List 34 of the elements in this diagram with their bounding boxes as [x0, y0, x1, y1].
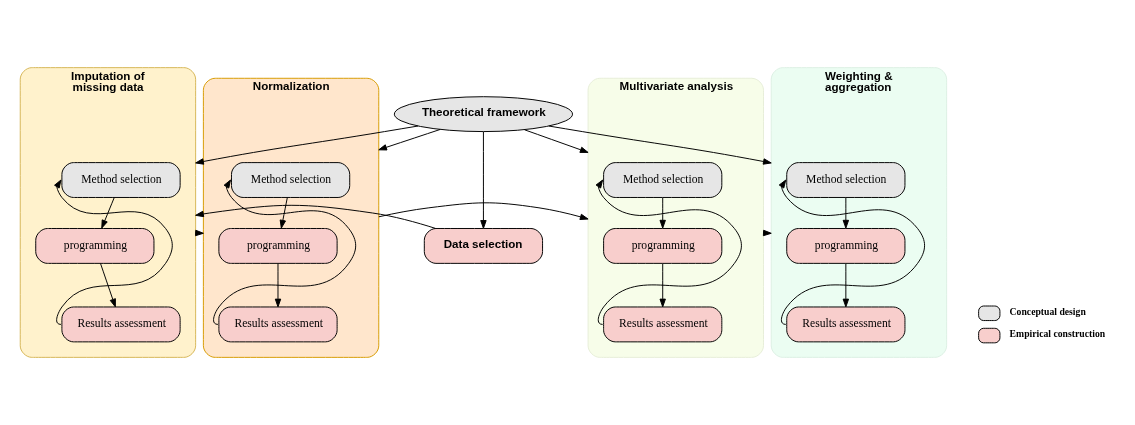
arrow: [778, 179, 926, 325]
arrow: [274, 263, 282, 308]
node-box: Results assessment: [786, 306, 906, 343]
arrow: [54, 179, 173, 325]
node-box: programming: [35, 228, 155, 264]
arrow: [195, 125, 419, 165]
node-box: programming: [786, 228, 906, 264]
arrow: [100, 263, 116, 308]
node-box: Method selection: [603, 162, 723, 198]
arrow: [378, 202, 589, 220]
node-box: Results assessment: [61, 306, 181, 343]
arrow: [842, 263, 850, 308]
arrow: [213, 179, 357, 325]
arrow: [524, 129, 589, 153]
arrow: [842, 197, 850, 229]
node-box: Method selection: [786, 162, 906, 198]
arrow: [279, 197, 288, 229]
node-box: Method selection: [61, 162, 181, 198]
arrow: [101, 197, 115, 229]
node-box: programming: [218, 228, 338, 264]
arrow: [480, 131, 487, 229]
arrow: [378, 128, 441, 151]
legend-label: Conceptual design: [1009, 305, 1086, 317]
node-box: programming: [603, 228, 723, 264]
arrow: [659, 263, 666, 308]
arrow: [195, 204, 436, 229]
arrow: [548, 125, 772, 165]
node-box: Results assessment: [218, 306, 338, 343]
legend-label: Empirical construction: [1009, 328, 1106, 340]
node-box: Method selection: [231, 162, 351, 198]
node-box: Results assessment: [603, 306, 723, 343]
arrow: [659, 197, 666, 229]
node-box: Data selection: [423, 228, 544, 264]
node-ellipse: Theoretical framework: [393, 96, 574, 133]
